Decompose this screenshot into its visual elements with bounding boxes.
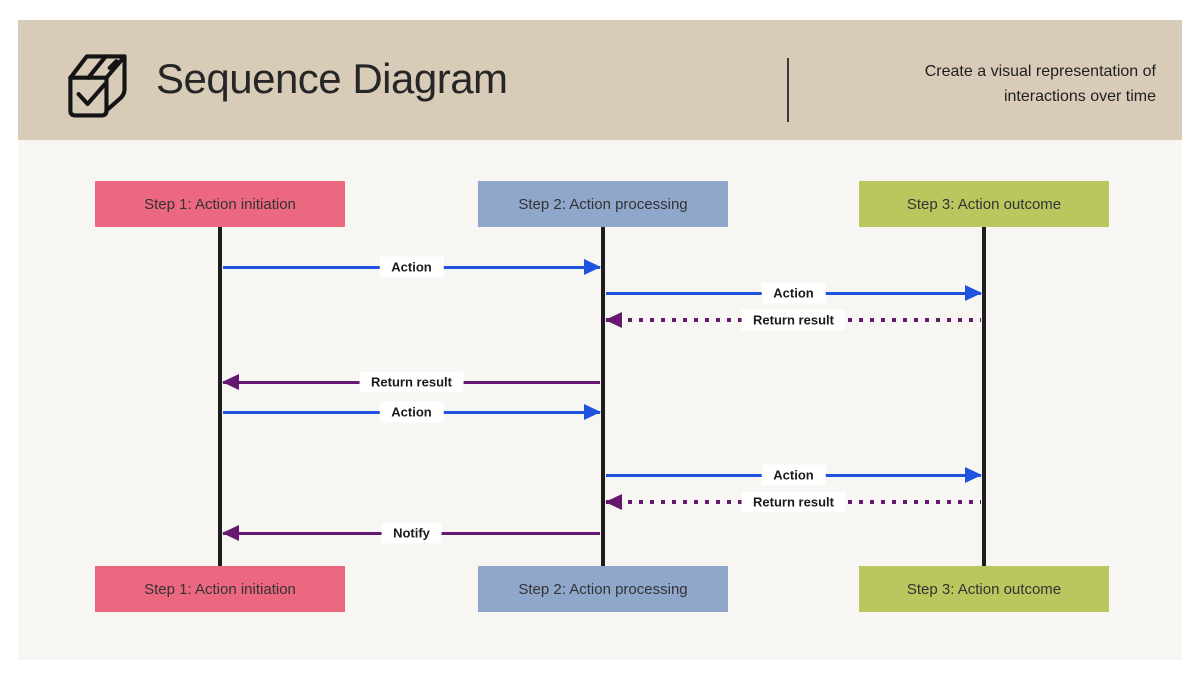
actor-box-top-step1: Step 1: Action initiation [95,181,345,227]
message-arrowhead [965,285,982,301]
actor-box-top-step2: Step 2: Action processing [478,181,728,227]
tagline-line2: interactions over time [1003,87,1156,105]
message-label: Action [761,282,826,304]
lifeline-step2 [601,227,605,566]
message-label: Return result [359,371,464,393]
message-arrowhead [222,374,239,390]
message-label: Action [761,464,826,486]
message-label: Notify [381,522,442,544]
header-tagline: Create a visual representation of intera… [816,60,1156,110]
page-title: Sequence Diagram [156,55,508,103]
message-arrowhead [605,312,622,328]
header-banner: Sequence Diagram Create a visual represe… [18,20,1182,140]
message-arrowhead [584,404,601,420]
lifeline-step3 [982,227,986,566]
header-divider [787,58,789,122]
actor-box-bottom-step3: Step 3: Action outcome [859,566,1109,612]
actor-box-bottom-step2: Step 2: Action processing [478,566,728,612]
actor-box-bottom-step1: Step 1: Action initiation [95,566,345,612]
message-label: Action [379,401,444,423]
package-check-icon [54,40,136,122]
canvas-panel: Sequence Diagram Create a visual represe… [18,20,1182,660]
message-arrowhead [584,259,601,275]
tagline-line1: Create a visual representation of [924,63,1156,80]
message-arrowhead [222,525,239,541]
message-label: Return result [741,491,846,513]
actor-box-top-step3: Step 3: Action outcome [859,181,1109,227]
message-label: Return result [741,309,846,331]
message-arrowhead [965,467,982,483]
message-label: Action [379,256,444,278]
message-arrowhead [605,494,622,510]
lifeline-step1 [218,227,222,566]
